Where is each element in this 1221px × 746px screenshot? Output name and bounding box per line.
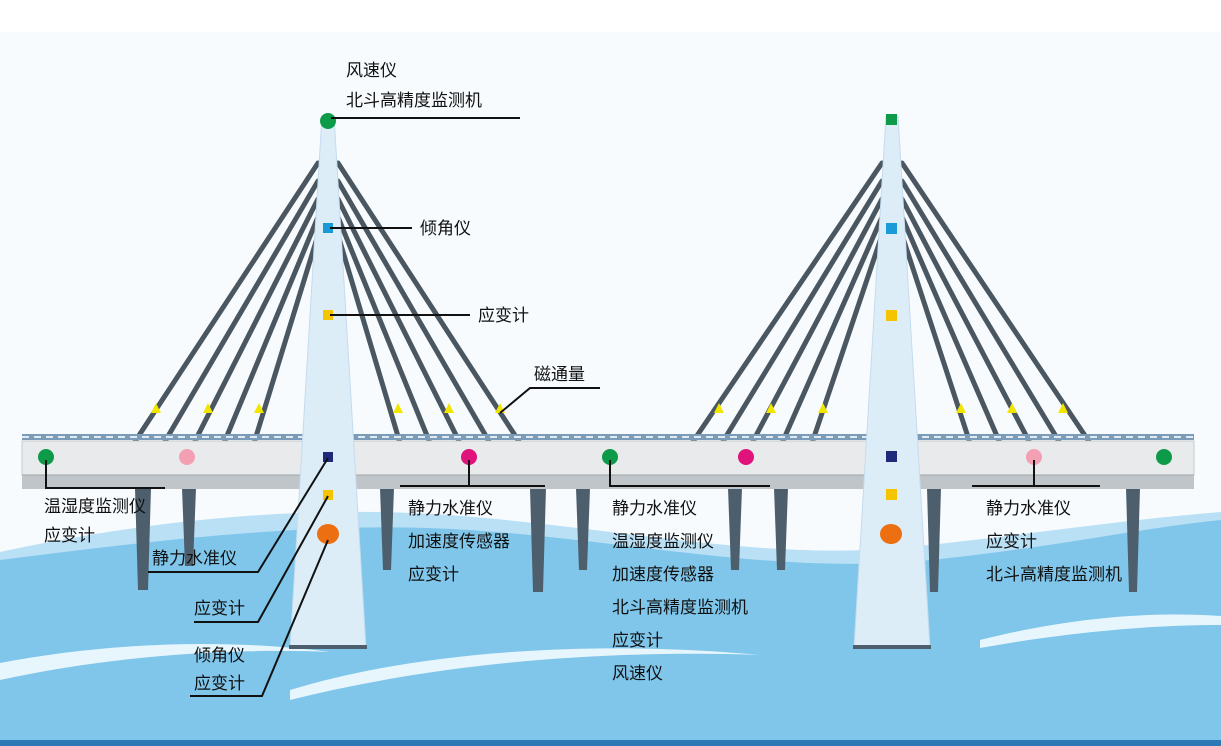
navy-sensor-square [886, 451, 897, 462]
leader-line-flux [499, 387, 600, 414]
green-sensor-dot [1156, 449, 1172, 465]
label-center-3: 加速度传感器 [612, 565, 714, 585]
green-sensor-square [886, 114, 897, 125]
water-highlight-2 [290, 648, 760, 700]
label-base-strain: 应变计 [194, 599, 245, 619]
triangle-marker-icon [254, 403, 264, 413]
triangle-marker-icon [151, 403, 161, 413]
leader-lines [45, 117, 1100, 697]
label-tower-tilt: 倾角仪 [420, 219, 471, 239]
triangle-marker-icon [444, 403, 454, 413]
label-tower-top-1: 风速仪 [346, 61, 397, 81]
label-center-6: 风速仪 [612, 664, 663, 684]
yellow-sensor-square [323, 490, 333, 500]
pier [1126, 488, 1140, 592]
pier [728, 488, 742, 570]
orange-sensor-dot [317, 524, 339, 544]
label-deck-right-3: 北斗高精度监测机 [986, 565, 1122, 585]
label-center-5: 应变计 [612, 631, 663, 651]
deck-rail-top [22, 434, 1194, 440]
triangle-marker-icon [1007, 403, 1017, 413]
label-deck-left-1: 温湿度监测仪 [44, 497, 146, 517]
yellow-sensor-square [886, 310, 897, 321]
bridge-piers [135, 488, 1140, 592]
tower-right-base [853, 645, 931, 649]
green-sensor-dot [602, 449, 618, 465]
navy-sensor-square [323, 452, 333, 462]
pier [927, 488, 941, 592]
green-sensor-dot [38, 449, 54, 465]
label-base-bottom-2: 应变计 [194, 674, 245, 694]
label-center-left-3: 应变计 [408, 565, 459, 585]
triangle-marker-icon [766, 403, 776, 413]
pier [530, 488, 546, 592]
leader-line-base-strain [194, 495, 329, 623]
label-center-left-2: 加速度传感器 [408, 532, 510, 552]
label-deck-left-2: 应变计 [44, 526, 95, 546]
blue-sensor-square [886, 223, 897, 234]
label-center-left-1: 静力水准仪 [408, 499, 493, 519]
pink-sensor-dot [1026, 449, 1042, 465]
pier [380, 488, 394, 570]
magenta-sensor-dot [738, 449, 754, 465]
orange-sensor-dot [880, 524, 902, 544]
pink-sensor-dot [179, 449, 195, 465]
leader-line-base-level [148, 457, 329, 573]
pier [135, 488, 151, 590]
tower-left-base [289, 645, 367, 649]
triangle-marker-icon [203, 403, 213, 413]
triangle-marker-icon [818, 403, 828, 413]
leader-line-center-left [400, 460, 545, 487]
cable-flux-markers [151, 403, 1068, 413]
yellow-sensor-square [886, 489, 897, 500]
water-bottom-band [0, 740, 1221, 746]
pier [774, 488, 788, 570]
triangle-marker-icon [1058, 403, 1068, 413]
label-base-level: 静力水准仪 [152, 549, 237, 569]
pier [576, 488, 590, 570]
label-base-bottom-1: 倾角仪 [194, 646, 245, 666]
green-sensor-dot [320, 113, 336, 129]
leader-line-base-bottom [190, 539, 329, 697]
label-center-2: 温湿度监测仪 [612, 532, 714, 552]
label-deck-right-2: 应变计 [986, 532, 1037, 552]
triangle-marker-icon [714, 403, 724, 413]
blue-sensor-square [323, 223, 333, 233]
label-center-1: 静力水准仪 [612, 499, 697, 519]
water-highlight-3 [980, 614, 1221, 648]
label-tower-top-2: 北斗高精度监测机 [346, 91, 482, 111]
water-highlight [0, 644, 330, 680]
label-center-4: 北斗高精度监测机 [612, 598, 748, 618]
label-tower-strain: 应变计 [478, 306, 529, 326]
triangle-marker-icon [393, 403, 403, 413]
pier [182, 488, 196, 566]
yellow-sensor-square [323, 310, 333, 320]
leader-line-deck-right [972, 460, 1100, 487]
label-cable-flux: 磁通量 [534, 365, 585, 385]
triangle-marker-icon [956, 403, 966, 413]
leader-line-deck-left [45, 460, 165, 489]
leader-line-center [609, 460, 770, 487]
magenta-sensor-dot [461, 449, 477, 465]
label-deck-right-1: 静力水准仪 [986, 499, 1071, 519]
